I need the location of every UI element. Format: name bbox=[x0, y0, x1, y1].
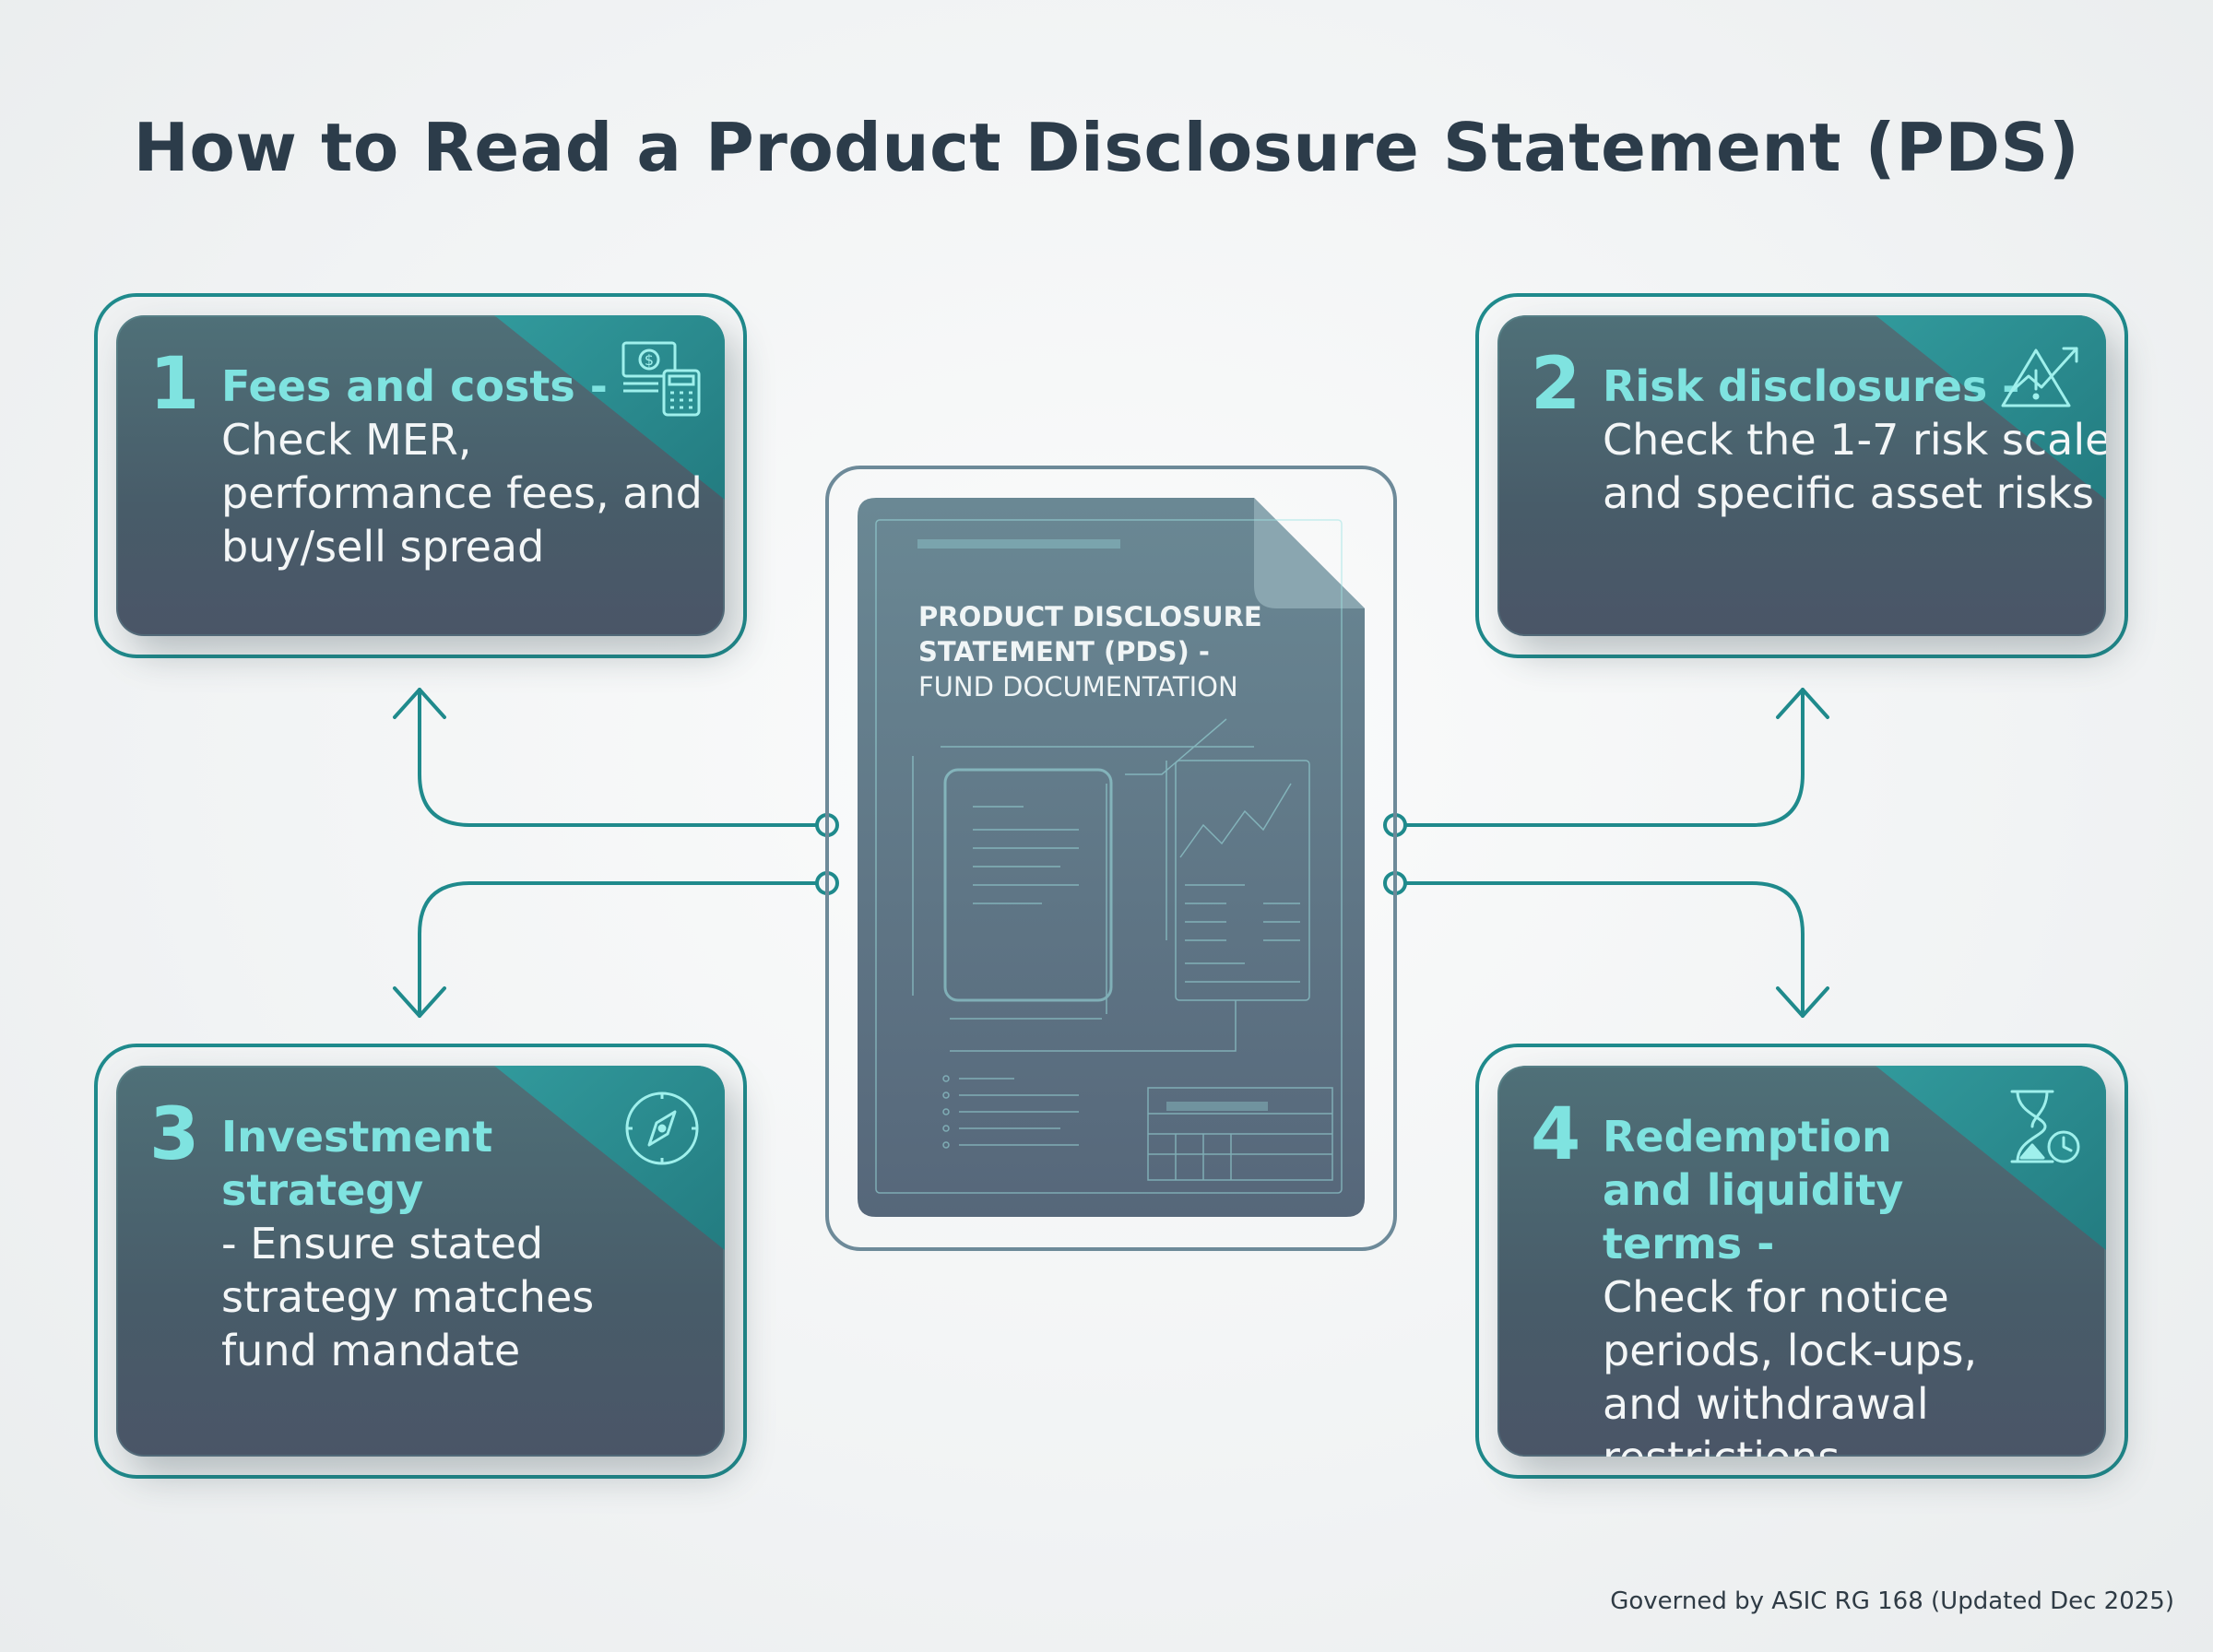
page-title: How to Read a Product Disclosure Stateme… bbox=[133, 109, 2080, 186]
card-body: Check for notice periods, lock-ups, and … bbox=[1603, 1272, 1978, 1457]
compass-icon bbox=[625, 1092, 699, 1165]
card-body: - Ensure stated strategy matches fund ma… bbox=[221, 1219, 595, 1375]
connector-to-card-4 bbox=[1393, 881, 1805, 1018]
connector-to-card-2 bbox=[1393, 688, 1805, 827]
arrow-up-card-1 bbox=[393, 688, 446, 719]
card-number: 1 bbox=[149, 343, 200, 426]
document-outline bbox=[825, 466, 1397, 1251]
connector-to-card-1 bbox=[418, 688, 829, 827]
card-number: 4 bbox=[1531, 1093, 1581, 1176]
card-fees-and-costs: 1 Fees and costs - Check MER, performanc… bbox=[116, 315, 725, 636]
pds-document-illustration bbox=[858, 498, 1365, 1217]
hourglass-clock-icon bbox=[2010, 1090, 2080, 1163]
card-2-outline bbox=[1475, 293, 2128, 658]
card-1-outline bbox=[94, 293, 747, 658]
card-3-outline bbox=[94, 1044, 747, 1479]
card-redemption-liquidity: 4 Redemption and liquidity terms - Check… bbox=[1497, 1066, 2106, 1457]
card-investment-strategy: 3 Investment strategy - Ensure stated st… bbox=[116, 1066, 725, 1457]
money-calculator-icon: $ bbox=[621, 341, 701, 417]
document-title: PRODUCT DISCLOSURE STATEMENT (PDS) - FUN… bbox=[918, 599, 1306, 704]
arrow-up-card-2 bbox=[1776, 688, 1829, 719]
arrow-down-card-3 bbox=[393, 986, 446, 1018]
document-title-bold: PRODUCT DISCLOSURE STATEMENT (PDS) - bbox=[918, 601, 1262, 667]
card-number: 2 bbox=[1531, 343, 1581, 426]
card-heading: Redemption and liquidity terms - bbox=[1603, 1112, 1904, 1268]
card-text: Redemption and liquidity terms - Check f… bbox=[1603, 1110, 1990, 1457]
card-number: 3 bbox=[149, 1093, 200, 1176]
card-heading: Risk disclosures - bbox=[1603, 361, 2020, 411]
card-heading: Fees and costs - bbox=[221, 361, 608, 411]
document-title-sub: FUND DOCUMENTATION bbox=[918, 671, 1238, 702]
arrow-down-card-4 bbox=[1776, 986, 1829, 1018]
card-text: Risk disclosures - Check the 1-7 risk sc… bbox=[1603, 360, 2106, 520]
card-body: Check MER, performance fees, and buy/sel… bbox=[221, 415, 703, 572]
card-risk-disclosures: 2 Risk disclosures - Check the 1-7 risk … bbox=[1497, 315, 2106, 636]
warning-triangle-icon bbox=[2001, 347, 2078, 407]
svg-text:$: $ bbox=[645, 351, 654, 369]
card-heading: Investment strategy bbox=[221, 1112, 493, 1215]
card-text: Investment strategy - Ensure stated stra… bbox=[221, 1110, 627, 1377]
footnote: Governed by ASIC RG 168 (Updated Dec 202… bbox=[1610, 1587, 2174, 1615]
card-text: Fees and costs - Check MER, performance … bbox=[221, 360, 725, 573]
card-body: Check the 1-7 risk scale and specific as… bbox=[1603, 415, 2106, 518]
connector-to-card-3 bbox=[418, 881, 829, 1018]
card-4-outline bbox=[1475, 1044, 2128, 1479]
